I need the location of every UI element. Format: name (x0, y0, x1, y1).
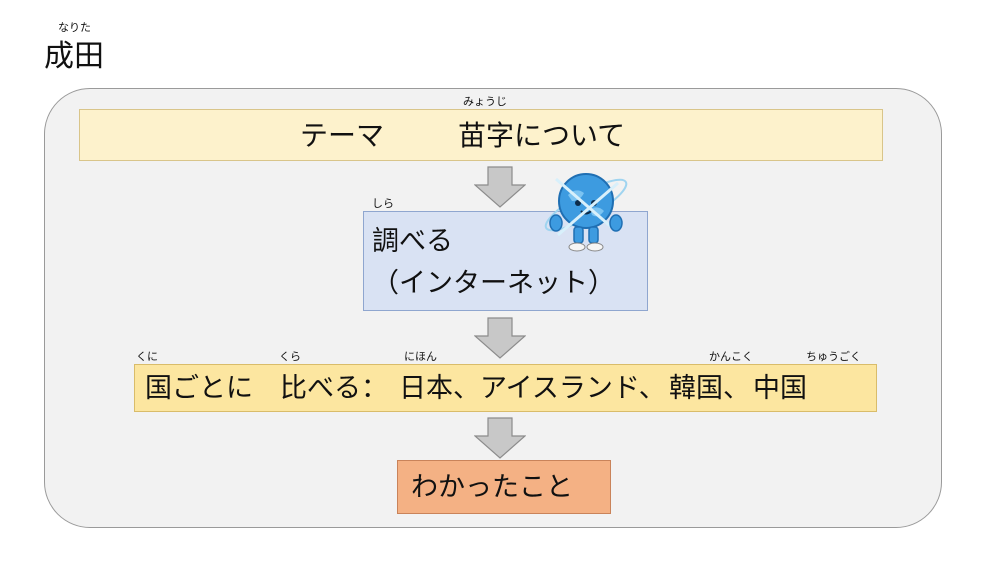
compare-nihon: 日本 (399, 373, 453, 404)
globe-mascot-icon (544, 173, 628, 252)
compare-kuni: 国 (145, 373, 172, 404)
research-box: 調 べる （インターネット） (363, 211, 648, 311)
research-verb-suffix: べる (399, 226, 453, 257)
compare-mid1: ごとに (172, 373, 253, 404)
student-name: 成田 (44, 39, 104, 74)
compare-mid4: 、 (723, 373, 750, 404)
theme-topic-suffix: について (514, 119, 626, 152)
compare-kankoku: 韓国 (669, 373, 723, 404)
kuni-ruby: くに (136, 350, 158, 363)
nihon-ruby: にほん (404, 350, 437, 363)
theme-box: テーマ 苗字 について (79, 109, 883, 161)
topic-ruby: みょうじ (463, 95, 507, 108)
compare-kura: 比 (280, 373, 307, 404)
compare-mid3: 、アイスランド、 (453, 373, 666, 404)
theme-label: テーマ (300, 119, 385, 152)
learned-box: わかったこと (397, 460, 611, 514)
theme-topic-kanji: 苗字 (458, 119, 515, 152)
learned-label: わかったこと (411, 472, 573, 503)
name-ruby: なりた (58, 21, 91, 34)
compare-chugoku: 中国 (753, 373, 807, 404)
chugoku-ruby: ちゅうごく (806, 350, 861, 363)
research-ruby: しら (372, 197, 394, 210)
down-arrow-icon (474, 417, 526, 459)
down-arrow-icon (474, 317, 526, 359)
compare-box: 国 ごとに 比 べる： 日本 、アイスランド、 韓国 、 中国 (134, 364, 877, 412)
research-method: （インターネット） (372, 268, 615, 299)
kura-ruby: くら (279, 350, 301, 363)
down-arrow-icon (474, 166, 526, 208)
kankoku-ruby: かんこく (709, 350, 753, 363)
research-verb-kanji: 調 (372, 226, 399, 257)
compare-mid2: べる： (307, 373, 388, 404)
